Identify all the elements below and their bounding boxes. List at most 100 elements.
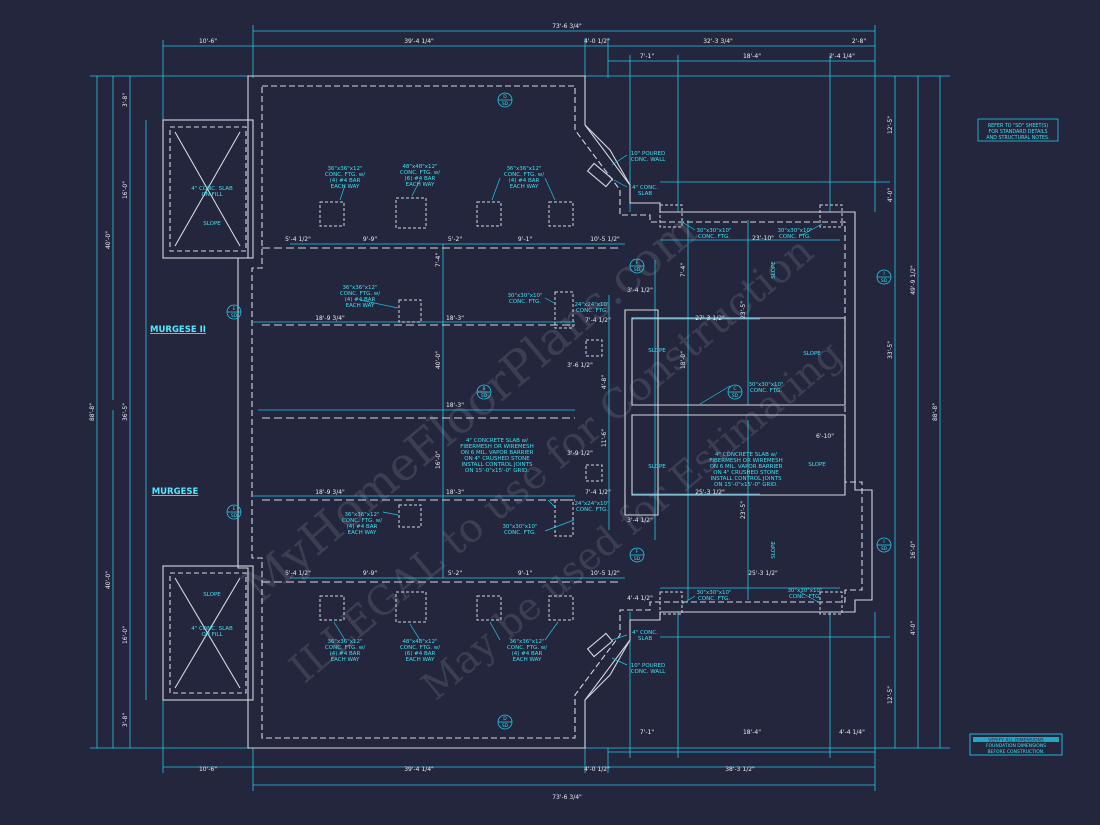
footing-callout-7-line2: CONC. FTG. w/ <box>340 291 380 297</box>
footing-callout-2-line3: (6) #4 BAR <box>405 176 436 182</box>
dimension-texts: 73'-6 3/4" 73'-6 3/4" 10'-6" 39'-4 1/4" … <box>89 23 939 801</box>
tag-e-top-sheet: SD <box>231 313 238 319</box>
tag-f-top-letter: F <box>636 260 639 266</box>
footing-callout-13-line1: 30"x30"x10" <box>696 228 731 234</box>
dim-j: 25'-3 1/2" <box>695 489 725 496</box>
dim-overall-top: 73'-6 3/4" <box>552 23 582 30</box>
slab-note-2-line4: ON 4" CRUSHED STONE <box>713 470 779 476</box>
tag-d-bottom-sheet: SD <box>502 723 509 729</box>
footing-callout-15-line2: CONC. FTG. <box>698 596 730 602</box>
dim-row-5: 10'-5 1/2" <box>590 236 620 243</box>
footing-callout-7-line1: 36"x36"x12" <box>342 285 377 291</box>
dim-v-8: 23'-5" <box>740 501 747 519</box>
tag-e-top-letter: E <box>233 306 236 312</box>
footing-callout-12-line2: CONC. FTG. <box>576 507 608 513</box>
tag-i-top-letter: I <box>883 271 884 277</box>
slope-label-1: SLOPE <box>203 221 221 227</box>
poured-wall-bottom-line1: 10" POURED <box>631 663 665 669</box>
dim-v-5: 18'-0" <box>680 351 687 369</box>
foundation-walls <box>162 75 873 749</box>
footing-callout-3-line4: EACH WAY <box>510 184 539 190</box>
footing-callout-11-line1: 24"x24"x10" <box>574 302 609 308</box>
slope-label-2: SLOPE <box>203 592 221 598</box>
conc-slab-bottom-line1: 4" CONC. <box>632 630 658 636</box>
section-tag-texts: D SD D SD E SD E SD B SD C SD F SD F SD … <box>231 94 888 729</box>
dim-left-outer: 88'-8" <box>89 403 96 421</box>
footing-callout-5-line1: 48"x48"x12" <box>402 639 437 645</box>
dim-top-seg-2: 39'-4 1/4" <box>404 38 434 45</box>
dim-f: 3'-9 1/2" <box>567 450 593 457</box>
refer-note-box: REFER TO "SD" SHEET(S) FOR STANDARD DETA… <box>977 118 1059 142</box>
dim-row-b4: 9'-1" <box>518 570 532 577</box>
footing-callout-1-line4: EACH WAY <box>331 184 360 190</box>
slab-note-1-line3: ON 6 MIL. VAPOR BARRIER <box>461 450 534 456</box>
dim-left-lower: 40'-0" <box>105 571 112 589</box>
verify-note-box: VERIFY ALL DIMENSIONS FOUNDATION DIMENSI… <box>969 733 1063 756</box>
dim-top-inner-2: 18'-4" <box>743 53 761 60</box>
slab-note-1-line4: ON 4" CRUSHED STONE <box>464 456 530 462</box>
dim-c-top: 3'-4 1/2" <box>627 287 653 294</box>
dim-left-mid: 36'-5" <box>122 403 129 421</box>
dim-row-3: 5'-2" <box>448 236 462 243</box>
slab-note-1-line5: INSTALL CONTROL JOINTS <box>462 462 533 468</box>
footing-callout-12-line1: 24"x24"x10" <box>574 501 609 507</box>
dim-j-bottom: 25'-3 1/2" <box>748 570 778 577</box>
footing-callout-8-line3: (4) #4 BAR <box>347 524 378 530</box>
footing-callout-17-line1: 30"x30"x10" <box>748 382 783 388</box>
footing-callout-13-line2: CONC. FTG. <box>698 234 730 240</box>
slope-label-4: SLOPE <box>803 351 821 357</box>
footing-callout-4-line3: (4) #4 BAR <box>330 651 361 657</box>
dim-row-1: 5'-4 1/2" <box>285 236 311 243</box>
footing-callout-10-line1: 30"x30"x10" <box>502 524 537 530</box>
dim-overall-bottom: 73'-6 3/4" <box>552 794 582 801</box>
poured-wall-top-line1: 10" POURED <box>631 151 665 157</box>
dim-g-top: 23'-10" <box>752 235 774 242</box>
conc-slab-bottom-line2: SLAB <box>638 636 652 642</box>
dim-bottom-inner-1: 7'-1" <box>640 729 654 736</box>
dim-bottom-inner-3: 4'-4 1/4" <box>839 729 865 736</box>
conc-slab-top-line1: 4" CONC. <box>632 185 658 191</box>
dim-b-bottom: 18'-3" <box>446 489 464 496</box>
dim-v-6: 4'-8" <box>601 375 608 389</box>
dim-row-4: 9'-1" <box>518 236 532 243</box>
refer-note-line3: AND STRUCTURAL NOTES. <box>986 135 1049 141</box>
dim-c-bottom: 3'-4 1/2" <box>627 517 653 524</box>
dim-left-upper: 40'-0" <box>105 231 112 249</box>
annotations: 36"x36"x12" CONC. FTG. w/ (4) #4 BAR EAC… <box>191 151 826 675</box>
footing-callout-14-line1: 30"x30"x10" <box>777 228 812 234</box>
footing-callout-8-line2: CONC. FTG. w/ <box>342 518 382 524</box>
tag-f-bottom-letter: F <box>636 549 639 555</box>
footing-callout-14-line2: CONC. FTG. <box>779 234 811 240</box>
footing-callout-4-line1: 36"x36"x12" <box>327 639 362 645</box>
footing-callout-6-line2: CONC. FTG. w/ <box>507 645 547 651</box>
tag-b-sheet: SD <box>481 393 488 399</box>
tag-i-top-sheet: SD <box>881 278 888 284</box>
slab-note-2-line2: FIBERMESH OR WIREMESH <box>709 458 783 464</box>
tag-c-sheet: SD <box>732 393 739 399</box>
footing-callout-2-line4: EACH WAY <box>406 182 435 188</box>
tag-c-letter: C <box>733 386 736 392</box>
footing-callout-3-line1: 36"x36"x12" <box>506 166 541 172</box>
refer-note-line2: FOR STANDARD DETAILS <box>988 129 1047 135</box>
dim-v-7: 23'-5" <box>740 301 747 319</box>
tag-i-bottom-sheet: SD <box>881 546 888 552</box>
dim-v-4: 7'-4" <box>680 263 687 277</box>
dim-top-inner-3: 2'-4 1/4" <box>829 53 855 60</box>
dim-bottom-seg-1: 10'-6" <box>199 766 217 773</box>
label-murgese-ii: MURGESE II <box>150 325 206 335</box>
dim-right-outer: 88'-8" <box>932 403 939 421</box>
refer-note-line1: REFER TO "SD" SHEET(S) <box>988 123 1048 129</box>
tag-b-letter: B <box>482 386 485 392</box>
dim-a-top: 18'-9 3/4" <box>315 315 345 322</box>
tag-e-bottom-letter: E <box>233 506 236 512</box>
dim-left-seg-3: 16'-0" <box>122 626 129 644</box>
footing-callout-5-line2: CONC. FTG. w/ <box>400 645 440 651</box>
dim-row-b5: 10'-5 1/2" <box>590 570 620 577</box>
slab-fill-bottom-line2: ON FILL <box>201 632 223 638</box>
slab-fill-top-line2: ON FILL <box>201 192 223 198</box>
dim-left-seg-2: 16'-0" <box>122 181 129 199</box>
dim-v-9: 11'-6" <box>601 429 608 447</box>
slab-fill-bottom-line1: 4" CONC. SLAB <box>191 626 233 632</box>
section-tags <box>226 92 892 730</box>
leader-lines <box>333 154 823 666</box>
